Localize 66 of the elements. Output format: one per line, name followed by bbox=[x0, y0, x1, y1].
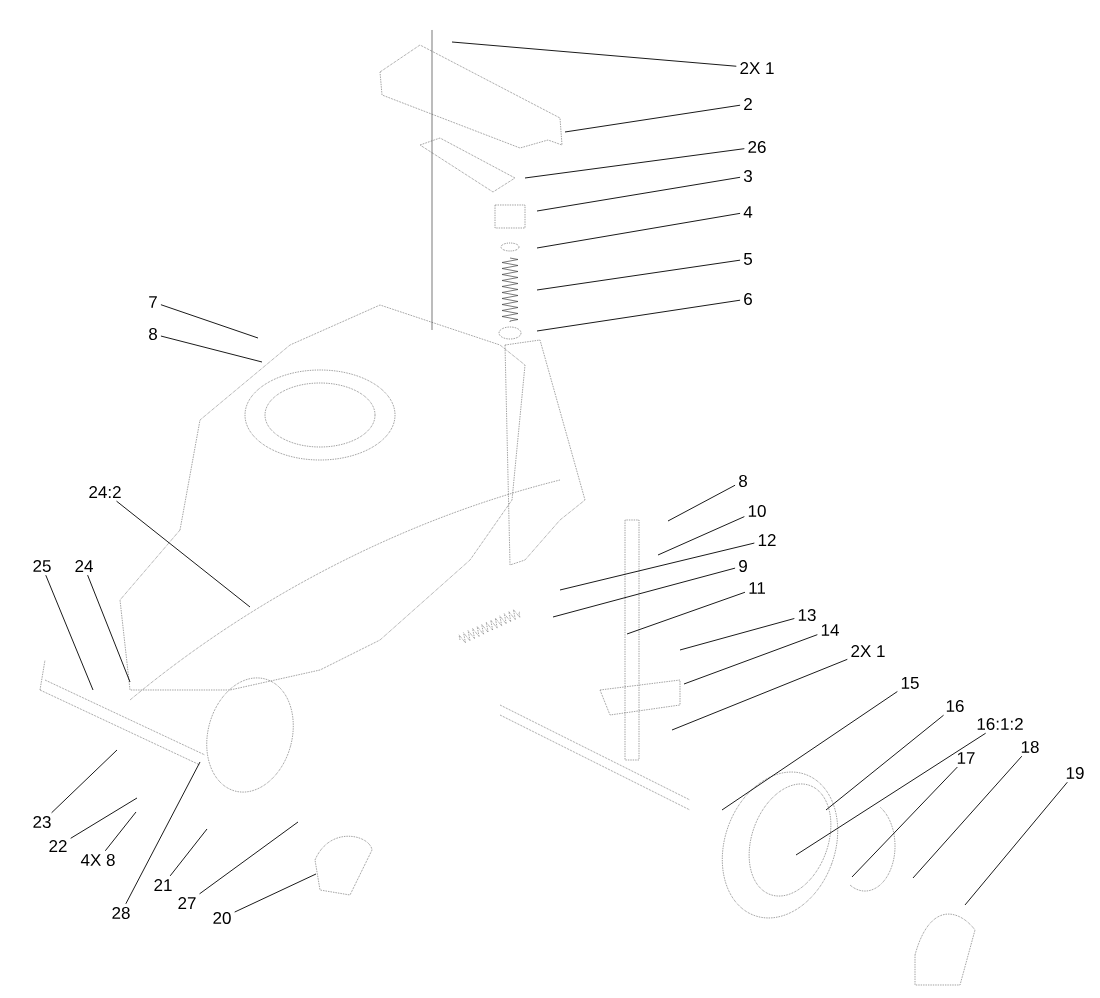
callout-number: 10 bbox=[748, 505, 766, 517]
callout-number: 25 bbox=[33, 560, 51, 572]
leader-line bbox=[536, 259, 741, 291]
leader-line bbox=[825, 714, 945, 811]
leader-line bbox=[536, 176, 741, 212]
leader-line bbox=[552, 567, 736, 618]
leader-line bbox=[536, 299, 741, 332]
callout-number: 18 bbox=[1021, 741, 1039, 753]
leader-line bbox=[45, 574, 94, 691]
callout-number: 2X 1 bbox=[740, 62, 774, 74]
callout-number: 5 bbox=[743, 253, 752, 265]
leader-line bbox=[679, 618, 795, 651]
callout-number: 3 bbox=[743, 170, 752, 182]
callout-number: 21 bbox=[154, 879, 172, 891]
leader-line bbox=[671, 658, 848, 731]
callout-number: 24:2 bbox=[89, 486, 121, 498]
leader-line bbox=[912, 755, 1023, 879]
callout-number: 20 bbox=[213, 912, 231, 924]
leader-line bbox=[169, 828, 208, 877]
callout-number: 27 bbox=[178, 897, 196, 909]
leader-line bbox=[87, 574, 131, 683]
leader-line bbox=[657, 516, 745, 556]
leader-line bbox=[683, 634, 818, 685]
callout-number: 4 bbox=[743, 206, 753, 218]
leader-line bbox=[234, 873, 317, 913]
callout-number: 23 bbox=[33, 816, 51, 828]
leader-line bbox=[626, 591, 746, 635]
callout-number: 19 bbox=[1066, 767, 1084, 779]
leader-line bbox=[160, 335, 263, 363]
callout-number: 2 bbox=[744, 98, 752, 110]
callout-number: 8 bbox=[149, 328, 157, 340]
leader-line bbox=[721, 691, 898, 811]
leader-line bbox=[795, 732, 987, 856]
leader-line bbox=[536, 212, 741, 249]
callout-number: 4X 8 bbox=[80, 854, 115, 866]
callout-number: 11 bbox=[749, 582, 765, 594]
callout-number: 15 bbox=[901, 677, 919, 689]
callout-number: 12 bbox=[758, 534, 776, 546]
callout-number: 16 bbox=[946, 700, 964, 712]
callout-number: 28 bbox=[112, 907, 130, 919]
callout-number: 2X 1 bbox=[851, 645, 885, 657]
callout-number: 24 bbox=[75, 560, 93, 572]
leader-line bbox=[160, 304, 259, 339]
leader-line bbox=[524, 148, 745, 179]
leader-line bbox=[964, 781, 1068, 906]
callout-number: 7 bbox=[149, 296, 157, 308]
leader-line bbox=[51, 749, 118, 814]
callout-number: 8 bbox=[739, 475, 747, 487]
callout-number: 6 bbox=[744, 293, 752, 305]
callout-number: 17 bbox=[957, 752, 975, 764]
callout-number: 14 bbox=[821, 624, 839, 636]
leader-line bbox=[667, 484, 736, 522]
callout-number: 13 bbox=[798, 609, 816, 621]
leader-line bbox=[116, 500, 251, 608]
leader-line bbox=[70, 797, 138, 839]
leader-line bbox=[199, 821, 299, 895]
leader-line bbox=[851, 766, 958, 878]
leader-line bbox=[564, 104, 741, 133]
callout-number: 9 bbox=[739, 560, 747, 572]
leader-line bbox=[104, 811, 137, 852]
callout-number: 26 bbox=[748, 141, 766, 153]
callout-number: 22 bbox=[49, 840, 67, 852]
leader-line bbox=[125, 761, 201, 905]
callout-number: 16:1:2 bbox=[977, 718, 1023, 730]
leader-line bbox=[559, 542, 755, 591]
leader-line bbox=[451, 41, 737, 67]
